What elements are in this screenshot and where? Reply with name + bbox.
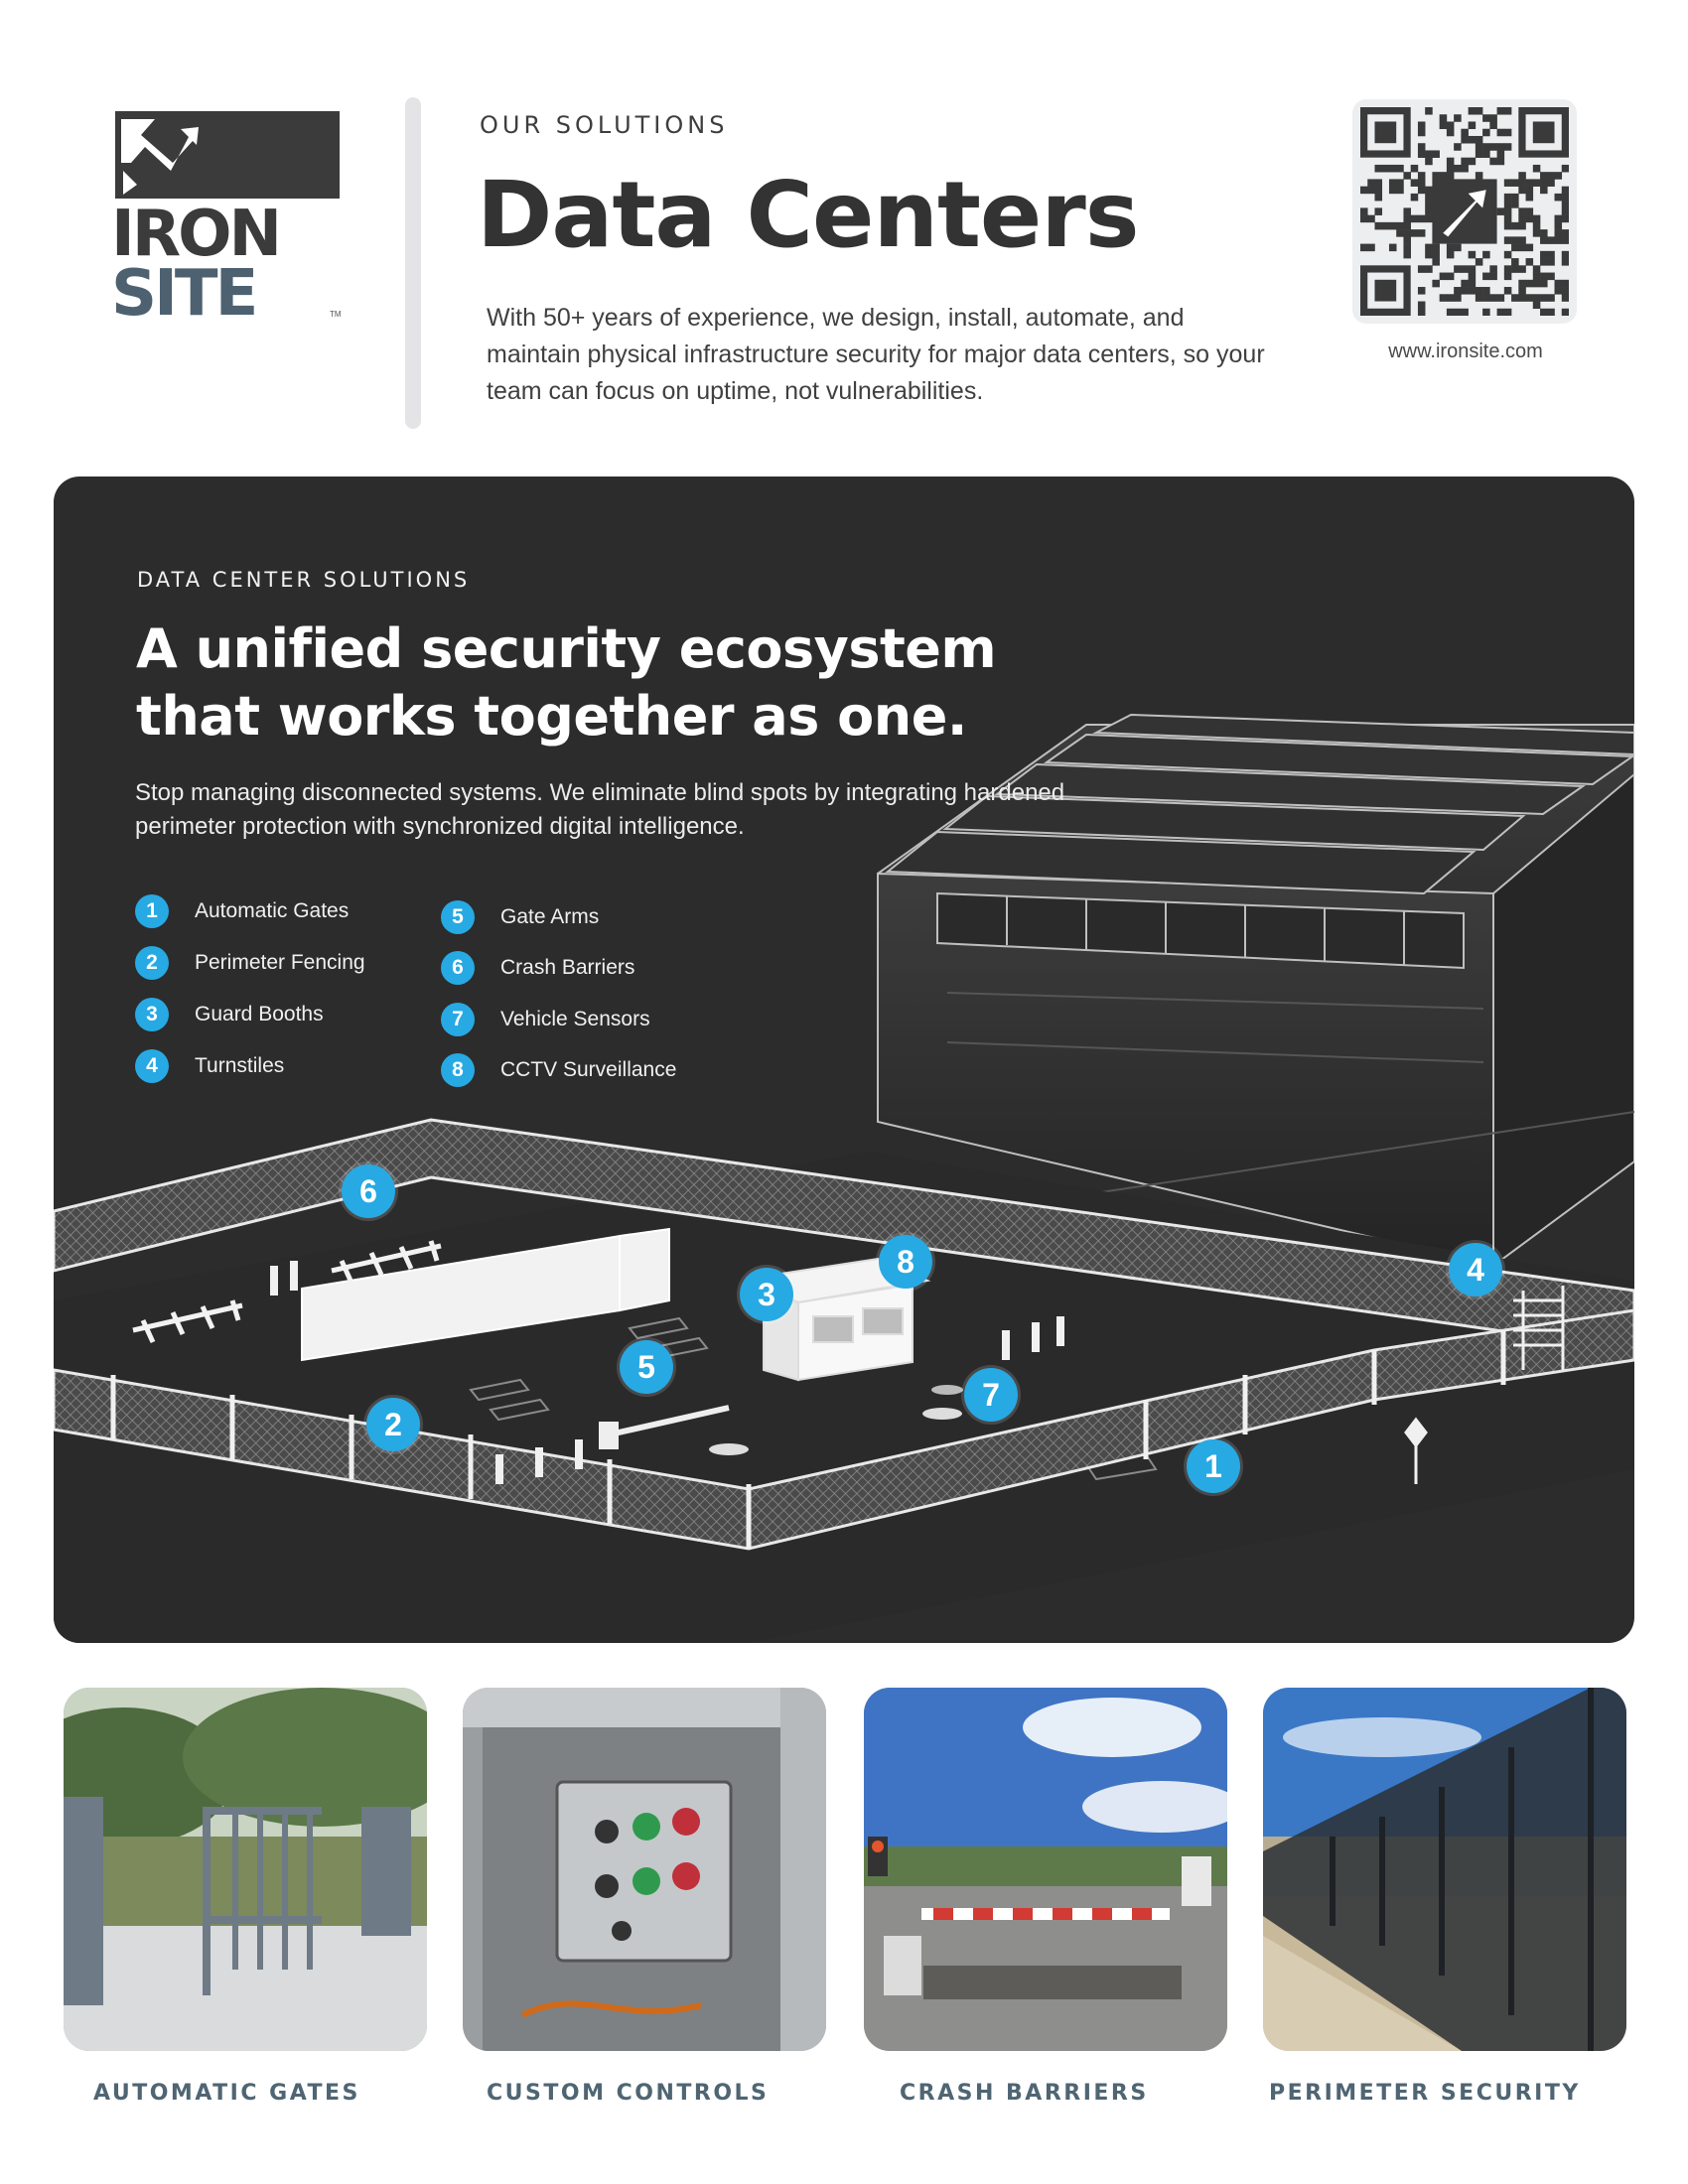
gate-photo-icon (64, 1688, 427, 2051)
solution-label: Gate Arms (500, 905, 600, 928)
map-marker-cctv[interactable]: 8 (879, 1235, 932, 1289)
caption-automatic-gates: AUTOMATIC GATES (93, 2081, 360, 2106)
solution-label: Crash Barriers (500, 956, 635, 979)
front-fence (54, 1308, 1634, 1551)
crash-barriers-photo[interactable] (864, 1688, 1227, 2051)
headline-line-1: A unified security ecosystem (136, 617, 997, 680)
qr-code-icon (1360, 107, 1569, 316)
fence-photo-icon (1263, 1688, 1626, 2051)
road-sign (1404, 1417, 1428, 1484)
solution-label: Automatic Gates (195, 899, 350, 922)
trademark: TM (330, 310, 342, 319)
gate-arm-drawing (599, 1405, 730, 1449)
map-marker-perimeter-fencing[interactable]: 2 (366, 1398, 420, 1451)
guard-booth-drawing (745, 1257, 931, 1382)
vehicle-sensor-glows (709, 1385, 963, 1455)
solution-label: Turnstiles (195, 1054, 285, 1077)
solution-number-badge: 4 (135, 1049, 169, 1083)
sliding-gate (301, 1227, 670, 1362)
solution-label: Vehicle Sensors (500, 1008, 650, 1030)
automatic-gates-photo[interactable] (64, 1688, 427, 2051)
custom-controls-photo[interactable] (463, 1688, 826, 2051)
headline-line-2: that works together as one. (136, 685, 967, 748)
solution-number-badge: 3 (135, 998, 169, 1031)
solution-label: CCTV Surveillance (500, 1058, 677, 1081)
map-marker-crash-barriers[interactable]: 6 (342, 1164, 395, 1218)
map-marker-turnstiles[interactable]: 4 (1449, 1243, 1502, 1297)
header-eyebrow: OUR SOLUTIONS (480, 111, 729, 139)
website-url[interactable]: www.ironsite.com (1388, 341, 1543, 362)
solution-item: 4 Turnstiles (135, 1048, 284, 1084)
panel-eyebrow: DATA CENTER SOLUTIONS (137, 568, 471, 592)
header-divider (405, 97, 421, 429)
solution-item: 5 Gate Arms (441, 899, 599, 935)
bollards (270, 1261, 1064, 1484)
solution-item: 3 Guard Booths (135, 997, 324, 1032)
solution-item: 2 Perimeter Fencing (135, 945, 365, 981)
ironsite-logo: IRON SITE TM (111, 111, 350, 328)
solution-item: 7 Vehicle Sensors (441, 1002, 650, 1037)
solution-number-badge: 2 (135, 946, 169, 980)
solution-number-badge: 1 (135, 894, 169, 928)
qr-code[interactable] (1352, 99, 1577, 324)
control-panel-photo-icon (463, 1688, 826, 2051)
barrier-photo-icon (864, 1688, 1227, 2051)
solution-label: Guard Booths (195, 1003, 324, 1025)
crash-barrier-drawings (132, 1240, 442, 1344)
intro-text: With 50+ years of experience, we design,… (487, 304, 1265, 405)
solution-number-badge: 8 (441, 1053, 475, 1087)
site-illustration (54, 713, 1634, 1643)
page-title: Data Centers (477, 162, 1139, 268)
caption-perimeter-security: PERIMETER SECURITY (1269, 2081, 1581, 2106)
map-marker-automatic-gates[interactable]: 1 (1187, 1439, 1240, 1493)
panel-headline: A unified security ecosystem that works … (136, 615, 997, 751)
turnstile-drawing (1513, 1286, 1565, 1370)
data-center-building (877, 713, 1634, 1268)
solution-item: 1 Automatic Gates (135, 893, 349, 929)
caption-crash-barriers: CRASH BARRIERS (900, 2081, 1149, 2106)
solution-item: 8 CCTV Surveillance (441, 1052, 676, 1088)
solution-label: Perimeter Fencing (195, 951, 365, 974)
solution-number-badge: 5 (441, 900, 475, 934)
panel-description: Stop managing disconnected systems. We e… (135, 779, 1065, 840)
map-marker-guard-booth[interactable]: 3 (740, 1268, 793, 1321)
map-marker-vehicle-sensors[interactable]: 7 (964, 1368, 1018, 1422)
perimeter-security-photo[interactable] (1263, 1688, 1626, 2051)
logo-word-iron: IRON (111, 198, 282, 271)
solution-number-badge: 6 (441, 951, 475, 985)
map-marker-gate-arms[interactable]: 5 (620, 1340, 673, 1394)
arrow-logo-icon (121, 119, 199, 195)
logo-word-site: SITE (111, 257, 258, 331)
solutions-panel: DATA CENTER SOLUTIONS A unified security… (54, 477, 1634, 1643)
logo-mark (115, 111, 340, 199)
caption-custom-controls: CUSTOM CONTROLS (487, 2081, 770, 2106)
solution-number-badge: 7 (441, 1003, 475, 1036)
back-fence (54, 1118, 1634, 1352)
solution-item: 6 Crash Barriers (441, 950, 634, 986)
